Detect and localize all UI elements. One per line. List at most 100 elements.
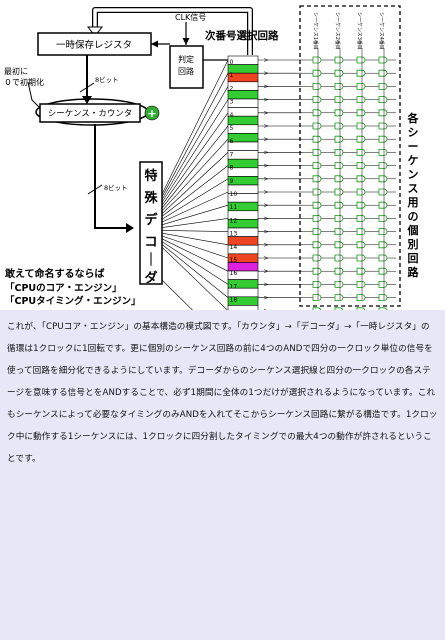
sequence-register-column: 012345678910111213141516171819255 <box>227 55 259 316</box>
and-gate <box>334 69 344 77</box>
and-gate <box>334 109 344 117</box>
and-gate <box>334 96 344 103</box>
and-gate <box>356 56 366 64</box>
sequence-counter-box <box>39 103 141 123</box>
and-gate <box>312 267 322 275</box>
and-gate <box>356 294 366 301</box>
and-gate <box>378 96 388 103</box>
column-label: シーケンス2番目 <box>334 12 341 50</box>
row-number: 16 <box>230 270 238 277</box>
next-select-label: 次番号選択回路 <box>205 29 279 42</box>
naming-line-2: 「CPUタイミング・エンジン」 <box>5 295 141 307</box>
decoder-output-lines <box>161 59 229 316</box>
naming-line-1: 「CPUのコア・エンジン」 <box>5 282 122 294</box>
and-gate <box>312 69 322 77</box>
and-gate <box>378 294 388 301</box>
plus-icon <box>144 105 160 121</box>
and-gate <box>356 228 366 235</box>
special-decoder-box <box>139 161 163 285</box>
and-gate <box>378 241 388 249</box>
clk-label: CLK信号 <box>175 12 206 22</box>
row-number: 10 <box>230 191 238 198</box>
row-number: 13 <box>230 231 238 238</box>
and-gate <box>378 201 388 209</box>
sequence-counter-label: シーケンス・カウンタ <box>48 109 133 119</box>
and-gate <box>356 267 366 275</box>
and-gate <box>378 56 388 64</box>
and-gate <box>356 135 366 143</box>
row-number: 15 <box>230 257 238 264</box>
and-gate <box>334 162 344 169</box>
and-gate <box>378 162 388 169</box>
and-gate <box>378 188 388 196</box>
row-number: 8 <box>230 165 234 172</box>
and-gate <box>378 135 388 143</box>
and-gate <box>356 254 366 262</box>
row-number: 1 <box>230 72 234 79</box>
and-gate <box>356 122 366 130</box>
and-gate <box>378 69 388 77</box>
and-gate <box>312 215 322 222</box>
and-gate <box>312 162 322 169</box>
caption-text: これが、「CPUコア・エンジン」の基本構造の模式図です。「カウンタ」→「デコーダ… <box>7 322 438 464</box>
and-gate <box>334 228 344 235</box>
svg-text:+: + <box>147 107 156 120</box>
naming-title: 敢えて命名するならば <box>5 267 105 280</box>
and-gate <box>312 201 322 209</box>
bits-label-top: 8ビット <box>95 75 119 84</box>
and-gate <box>378 122 388 130</box>
and-gate <box>378 254 388 262</box>
and-gate <box>378 281 388 288</box>
and-gate <box>334 201 344 209</box>
and-gate <box>312 254 322 262</box>
row-number: 2 <box>230 85 234 92</box>
and-gate <box>356 83 366 90</box>
and-gate <box>312 149 322 156</box>
and-gate <box>356 201 366 209</box>
and-gate <box>356 96 366 103</box>
core-engine-diagram: CLK信号 一時保存レジスタ 判定回路 最初に０で初期化 8ビット シーケンス・… <box>4 5 420 316</box>
and-gate <box>334 254 344 262</box>
caption-area: これが、「CPUコア・エンジン」の基本構造の模式図です。「カウンタ」→「デコーダ… <box>0 310 445 640</box>
and-gate <box>378 267 388 275</box>
row-number: 3 <box>230 99 234 106</box>
row-number: 4 <box>230 112 234 119</box>
row-number: 5 <box>230 125 234 132</box>
special-decoder-label: 特殊デコ｜ダ <box>144 168 158 286</box>
and-gate <box>334 188 344 196</box>
and-gate <box>378 228 388 235</box>
and-gate <box>356 281 366 288</box>
and-gate-grid <box>258 48 396 315</box>
and-gate <box>334 215 344 222</box>
and-gate <box>356 215 366 222</box>
and-gate <box>378 109 388 117</box>
and-gate <box>312 281 322 288</box>
column-labels: シーケンス1番目シーケンス2番目シーケンス3番目シーケンス4番目 <box>312 12 385 50</box>
and-gate <box>312 228 322 235</box>
and-gate <box>356 149 366 156</box>
row-number: 0 <box>230 59 234 66</box>
bits-label-mid: 8ビット <box>104 183 128 192</box>
and-gate <box>312 56 322 64</box>
and-gate <box>356 109 366 117</box>
and-gate <box>334 149 344 156</box>
and-gate <box>312 294 322 301</box>
side-label: 各シーケンス用の個別回路 <box>407 111 420 279</box>
and-gate <box>378 215 388 222</box>
and-gate <box>312 83 322 90</box>
and-gate <box>334 294 344 301</box>
and-gate <box>378 149 388 156</box>
and-gate <box>378 175 388 183</box>
and-gate <box>334 281 344 288</box>
and-gate <box>334 56 344 64</box>
column-label: シーケンス1番目 <box>312 12 319 50</box>
and-gate <box>356 175 366 183</box>
judge-circuit-label: 判定回路 <box>178 54 194 76</box>
row-number: 7 <box>230 151 234 158</box>
and-gate <box>312 175 322 183</box>
and-gate <box>356 188 366 196</box>
row-number: 12 <box>230 217 238 224</box>
row-number: 14 <box>230 244 238 251</box>
row-number: 17 <box>230 283 238 290</box>
and-gate <box>334 175 344 183</box>
